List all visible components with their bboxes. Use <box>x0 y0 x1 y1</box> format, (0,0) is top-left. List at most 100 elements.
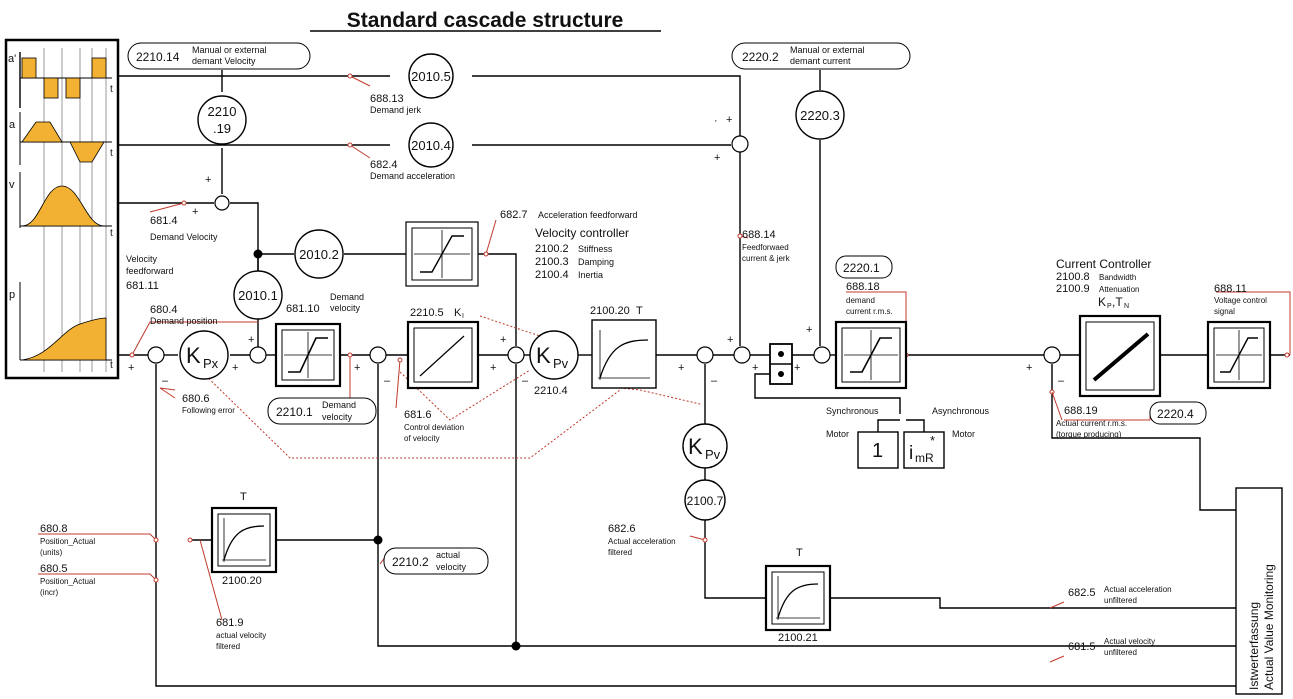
velocity-filter-block <box>591 319 657 389</box>
svg-text:filtered: filtered <box>608 548 632 557</box>
svg-text:demand: demand <box>846 296 875 305</box>
svg-text:signal: signal <box>1214 307 1235 316</box>
svg-text:–: – <box>1058 375 1065 387</box>
svg-text:Inertia: Inertia <box>578 270 603 280</box>
svg-text:688.19: 688.19 <box>1064 405 1098 417</box>
svg-text:Velocity: Velocity <box>126 254 158 264</box>
svg-text:(incr): (incr) <box>40 588 59 597</box>
svg-text:2100.21: 2100.21 <box>778 632 818 644</box>
svg-text:Actual acceleration: Actual acceleration <box>608 537 676 546</box>
svg-text:688.13: 688.13 <box>370 93 404 105</box>
svg-text:2010.5: 2010.5 <box>411 69 451 84</box>
svg-text:2210.2: 2210.2 <box>392 555 429 569</box>
svg-text:T: T <box>796 547 803 559</box>
svg-text:K: K <box>1098 295 1106 309</box>
svg-text:2210: 2210 <box>208 104 237 119</box>
svg-text:Current Controller: Current Controller <box>1056 257 1151 271</box>
svg-text:p: p <box>9 289 15 301</box>
svg-text:682.4: 682.4 <box>370 159 398 171</box>
svg-text:t: t <box>110 84 113 95</box>
label-2220-4: 2220.4 <box>1149 401 1207 425</box>
svg-text:2210.1: 2210.1 <box>276 405 313 419</box>
svg-text:+: + <box>500 334 506 346</box>
acceleration-profile-plot: a t <box>9 112 113 165</box>
svg-text:Actual Value Monitoring: Actual Value Monitoring <box>1262 564 1276 690</box>
gain-kpv: K Pv <box>529 330 579 380</box>
jerk-profile-plot: a' t <box>8 52 113 108</box>
sum-signs: + + + – + + + – + + – + – + + · + + + + … <box>128 114 1065 387</box>
svg-text:T: T <box>240 491 247 503</box>
gain-kpv-acceleration: K Pv <box>682 423 728 469</box>
gain-kpx: K Px <box>179 330 229 380</box>
svg-text:Control deviation: Control deviation <box>404 423 464 432</box>
svg-text:.19: .19 <box>213 121 231 136</box>
svg-text:a: a <box>9 119 16 131</box>
summing-junctions <box>147 135 1061 364</box>
svg-text:+: + <box>1026 362 1032 374</box>
svg-text:+: + <box>794 362 800 374</box>
acceleration-filter-block <box>764 564 832 632</box>
velocity-profile-plot: v t <box>9 172 113 239</box>
position-profile-plot: p t <box>9 282 113 371</box>
svg-text:2220.4: 2220.4 <box>1157 407 1194 421</box>
label-2220-2: 2220.2 Manual or external demant current <box>731 42 911 70</box>
svg-text:682.7: 682.7 <box>500 209 528 221</box>
velocity-filter-block-feedback <box>210 506 278 574</box>
svg-text:,T: ,T <box>1112 295 1123 309</box>
svg-text:Demand Velocity: Demand Velocity <box>150 232 218 242</box>
svg-text:688.18: 688.18 <box>846 281 880 293</box>
voltage-limiter-block <box>1206 320 1272 390</box>
svg-text:Acceleration feedforward: Acceleration feedforward <box>538 210 638 220</box>
svg-text:1: 1 <box>872 440 883 462</box>
svg-text:unfiltered: unfiltered <box>1104 596 1137 605</box>
svg-text:current & jerk: current & jerk <box>742 254 791 263</box>
svg-text:P: P <box>1107 303 1112 310</box>
svg-text:Manual or external: Manual or external <box>790 45 865 55</box>
svg-text:680.4: 680.4 <box>150 304 178 316</box>
svg-text:2220.1: 2220.1 <box>843 261 880 275</box>
svg-text:+: + <box>232 362 238 374</box>
svg-text:velocity: velocity <box>322 412 353 422</box>
label-2210-14: 2210.14 Manual or external demant Veloci… <box>127 42 311 70</box>
svg-text:2010.4: 2010.4 <box>411 138 451 153</box>
svg-text:K: K <box>186 343 201 368</box>
svg-text:Istwerterfassung: Istwerterfassung <box>1247 602 1261 690</box>
svg-text:2100.9: 2100.9 <box>1056 283 1090 295</box>
svg-text:2220.2: 2220.2 <box>742 50 779 64</box>
svg-text:+: + <box>248 334 254 346</box>
svg-text:681.9: 681.9 <box>216 617 244 629</box>
svg-text:T: T <box>636 305 643 317</box>
svg-text:681.5: 681.5 <box>1068 641 1096 653</box>
svg-text:Demand jerk: Demand jerk <box>370 105 422 115</box>
svg-text:681.4: 681.4 <box>150 215 178 227</box>
svg-text:Pv: Pv <box>705 447 721 462</box>
svg-text:2010.1: 2010.1 <box>238 288 278 303</box>
svg-text:2100.2: 2100.2 <box>535 243 569 255</box>
svg-text:Demand position: Demand position <box>150 316 218 326</box>
svg-text:688.11: 688.11 <box>1214 283 1247 295</box>
motor-type-blocks: 1 i mR * <box>857 419 945 469</box>
svg-text:Motor: Motor <box>952 429 975 439</box>
svg-text:–: – <box>384 375 391 387</box>
svg-text:2100.4: 2100.4 <box>535 269 569 281</box>
svg-text:Position_Actual: Position_Actual <box>40 577 95 586</box>
current-controller-block <box>1078 314 1162 398</box>
svg-text:2100.8: 2100.8 <box>1056 271 1090 283</box>
svg-text:mR: mR <box>915 451 934 465</box>
svg-text:+: + <box>192 206 198 218</box>
acceleration-limiter-block <box>405 221 479 287</box>
svg-text:2100.3: 2100.3 <box>535 256 569 268</box>
svg-text:2010.2: 2010.2 <box>299 247 339 262</box>
svg-text:feedforward: feedforward <box>126 266 174 276</box>
svg-text:K: K <box>688 434 703 459</box>
svg-text:Following error: Following error <box>182 406 235 415</box>
svg-text:filtered: filtered <box>216 642 240 651</box>
svg-text:2210.4: 2210.4 <box>534 385 568 397</box>
svg-text:+: + <box>714 152 720 164</box>
svg-text:+: + <box>205 174 211 186</box>
svg-text:I: I <box>462 313 464 320</box>
svg-text:Manual or external: Manual or external <box>192 45 267 55</box>
svg-text:Stiffness: Stiffness <box>578 244 613 254</box>
svg-text:680.6: 680.6 <box>182 393 210 405</box>
svg-text:(units): (units) <box>40 548 63 557</box>
